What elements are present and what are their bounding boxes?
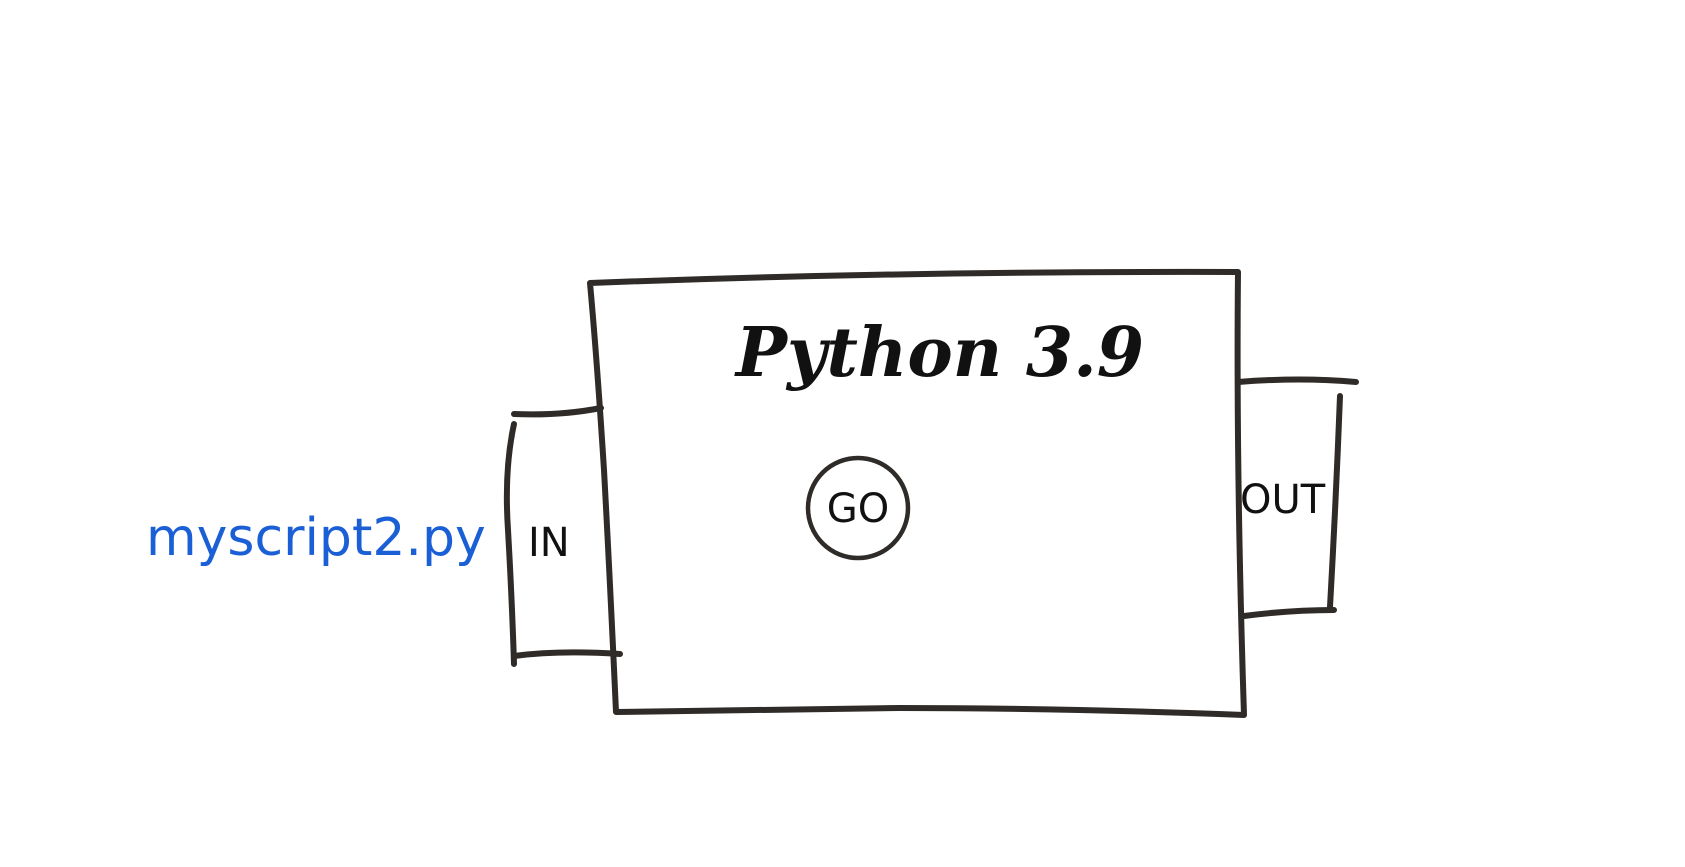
output-port-label: OUT <box>1240 477 1326 523</box>
output-port-outline <box>1235 376 1359 619</box>
input-file-label: myscript2.py <box>146 508 486 568</box>
output-port: OUT <box>1235 376 1359 619</box>
go-button-circle <box>805 455 911 561</box>
go-button-label: GO <box>827 486 889 532</box>
interpreter-box <box>587 268 1247 718</box>
go-button: GO <box>805 455 911 561</box>
interpreter-title: Python 3.9 <box>734 313 1144 393</box>
input-port: IN <box>503 405 623 667</box>
interpreter-box-outline <box>587 268 1247 718</box>
input-port-outline <box>503 405 623 667</box>
input-port-label: IN <box>528 520 570 566</box>
